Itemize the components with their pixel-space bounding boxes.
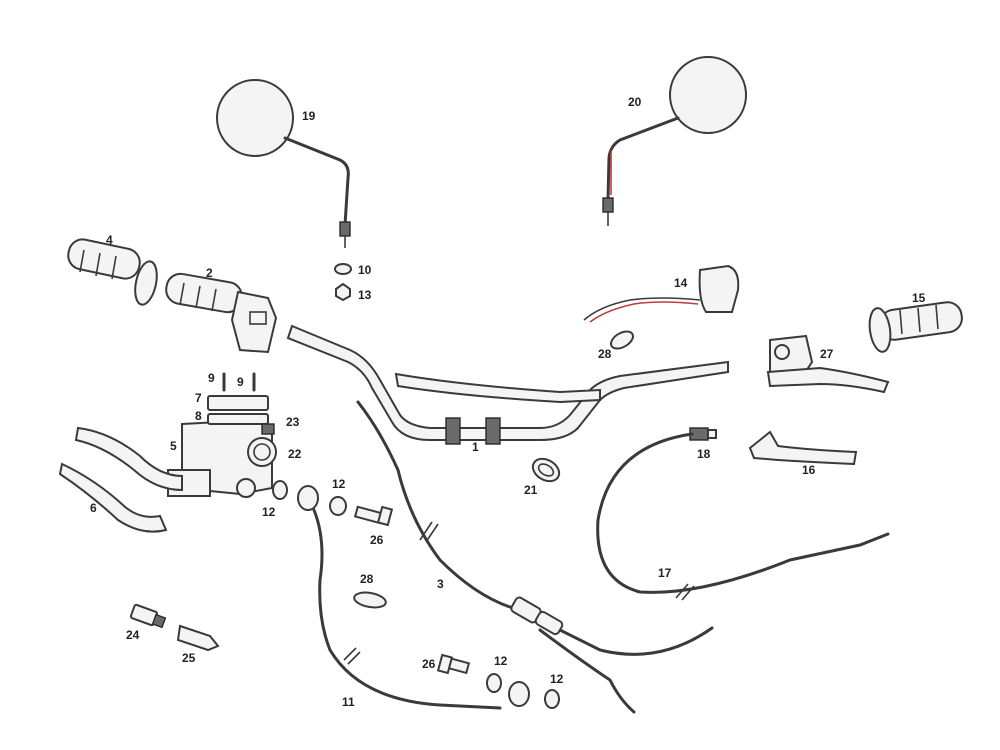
kill-switch [583,264,740,323]
callout-11: 11 [342,695,355,709]
cable-clamp [531,457,561,483]
callout-14: 14 [674,276,688,290]
brake-hose [297,485,530,710]
callout-25: 25 [182,651,196,665]
callout-22: 22 [288,447,302,461]
callout-17: 17 [658,566,672,580]
banjo-bolt-26-bottom [436,653,471,675]
switch-boot [176,624,220,652]
reservoir-cover [207,395,269,411]
callout-26a: 26 [370,533,384,547]
reservoir-gasket [207,413,269,425]
callout-12c: 12 [494,654,508,668]
banjo-bolt-23 [261,423,275,435]
callout-9b: 9 [237,375,244,389]
left-grip [67,238,158,306]
callout-12d: 12 [550,672,564,686]
front-brake-lever [74,426,183,492]
callout-26b: 26 [422,657,436,671]
washer-12-b [329,496,347,516]
callout-18: 18 [697,447,711,461]
callout-12b: 12 [262,505,276,519]
cable-adjuster [689,427,717,441]
banjo-bolt-26-top [353,505,394,527]
washer-12-d [544,689,560,709]
callout-20: 20 [628,95,642,109]
washer-12-a [272,480,288,500]
callout-3: 3 [437,577,444,591]
washer-12-c [486,673,502,693]
cable-clamp-lower [353,591,387,609]
callout-28a: 28 [598,347,612,361]
callout-13: 13 [358,288,372,302]
rear-lever [58,462,168,533]
callout-28b: 28 [360,572,374,586]
callout-21: 21 [524,483,538,497]
callout-2: 2 [206,266,213,280]
nut-13 [335,282,351,302]
right-mirror [602,56,747,226]
handlebar [286,324,729,445]
brake-lever-right [748,430,858,466]
callout-12a: 12 [332,477,346,491]
callout-9a: 9 [208,371,215,385]
throttle-cable [356,400,714,714]
callout-10: 10 [358,263,372,277]
callout-5: 5 [170,439,177,453]
throttle-grip [165,272,278,354]
callout-8: 8 [195,409,202,423]
brake-light-switch [129,603,167,629]
callout-6: 6 [90,501,97,515]
callout-24: 24 [126,628,140,642]
callout-15: 15 [912,291,926,305]
nut-10 [334,263,352,275]
cable-clamp-top [610,330,634,350]
callout-23: 23 [286,415,300,429]
callout-1: 1 [472,440,479,454]
clutch-lever-assembly [766,334,890,394]
callout-16: 16 [802,463,816,477]
clutch-cable [596,432,890,594]
left-mirror [216,79,351,248]
brake-master-cylinder [167,418,277,498]
callout-4: 4 [106,233,113,247]
callout-27: 27 [820,347,834,361]
callout-19: 19 [302,109,316,123]
right-grip [868,301,963,353]
callout-7: 7 [195,391,202,405]
